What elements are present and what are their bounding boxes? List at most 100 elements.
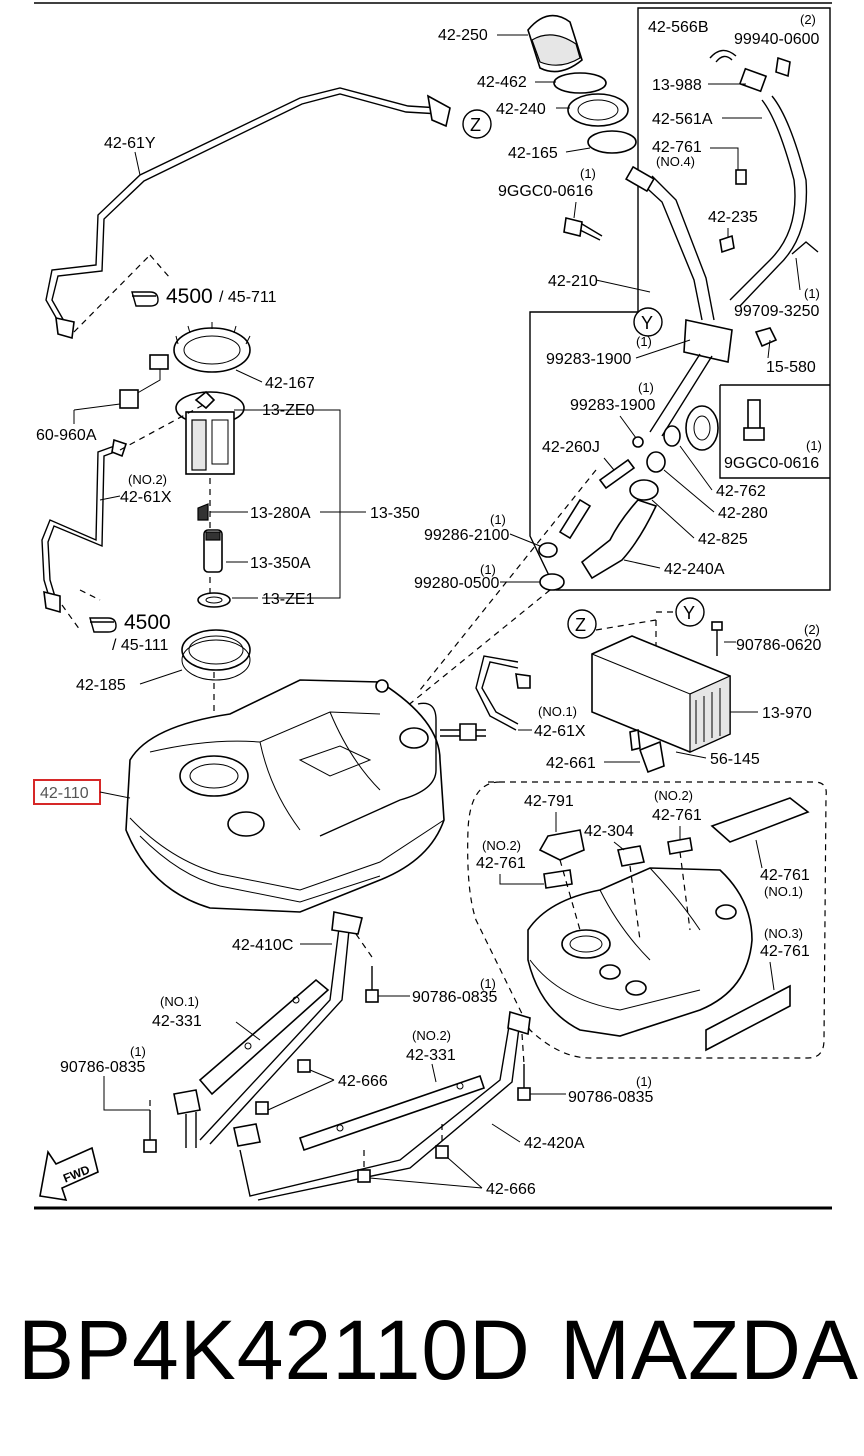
note-no2-pipe: (NO.2) — [128, 472, 167, 487]
label-42-304: 42-304 — [584, 823, 634, 840]
qty-9ggc0-right: (1) — [806, 438, 822, 453]
clamp-15-580 — [754, 327, 778, 348]
qty-9ggc0-top: (1) — [580, 166, 596, 181]
seal-ring-42-185 — [181, 629, 251, 681]
bolt-90786-0835-c — [517, 1064, 531, 1101]
leader-13-ze0-group — [262, 409, 341, 599]
label-42-762: 42-762 — [716, 483, 766, 500]
filler-pipe-42-210 — [625, 165, 733, 437]
label-13-280a: 13-280A — [250, 505, 311, 522]
label-99283-1900-a: 99283-1900 — [546, 351, 632, 368]
label-42-61y: 42-61Y — [104, 135, 156, 152]
bolt-90786-0835-b — [143, 1110, 157, 1153]
label-42-410c: 42-410C — [232, 937, 293, 954]
hose-42-240a — [580, 499, 658, 580]
insulator-42-791 — [538, 829, 585, 861]
fuel-tank-exploded-diagram: 42-250 42-462 42-240 42-165 42-61Y Z 450… — [33, 2, 832, 1210]
ref-z-top: Z — [470, 115, 481, 135]
hand-pointer-icon — [131, 291, 159, 307]
label-42-761-no4: 42-761 — [652, 139, 702, 156]
bolt-90786-0620 — [711, 621, 723, 656]
label-56-145: 56-145 — [710, 751, 760, 768]
ref-circle-y-top — [633, 307, 663, 337]
seal-13-ze1 — [197, 592, 231, 608]
fuel-pump-13-ze0 — [175, 390, 245, 475]
pipe-42-61x-no1 — [475, 655, 519, 731]
label-42-110: 42-110 — [40, 785, 89, 802]
bolt-9ggc0-0616-right — [743, 399, 765, 441]
label-13-988: 13-988 — [652, 77, 702, 94]
lock-ring-42-167 — [173, 322, 251, 373]
nut-42-666-a — [255, 1059, 311, 1115]
brand-name: MAZDA — [560, 1303, 859, 1397]
bracket-42-661 — [638, 740, 665, 774]
part-number: BP4K42110D — [18, 1303, 531, 1397]
label-42-666-a: 42-666 — [338, 1073, 388, 1090]
label-60-960a: 60-960A — [36, 427, 97, 444]
ref-4500-bottom: 4500 — [124, 611, 171, 634]
ref-circle-z-bottom — [567, 609, 597, 639]
label-99709-3250: 99709-3250 — [734, 303, 820, 320]
ref-45-711: / 45-711 — [219, 289, 277, 306]
ref-circle-y-bottom — [675, 597, 705, 627]
label-90786-0620: 90786-0620 — [736, 637, 822, 654]
label-90786-0835-c: 90786-0835 — [568, 1089, 654, 1106]
note-no2-a: (NO.2) — [654, 788, 693, 803]
strap-42-410c — [199, 919, 351, 1145]
label-42-260j: 42-260J — [542, 439, 600, 456]
note-no1-pipe: (NO.1) — [538, 704, 577, 719]
clip-99709-3250 — [791, 241, 819, 255]
hose-42-566b — [709, 49, 737, 59]
nut-42-666-b — [357, 1145, 449, 1183]
label-42-167: 42-167 — [265, 375, 315, 392]
label-42-331-no2: 42-331 — [406, 1047, 456, 1064]
qty-99709: (1) — [804, 286, 820, 301]
check-valve-42-762 — [663, 405, 719, 451]
label-9ggc0-0616-top: 9GGC0-0616 — [498, 183, 593, 200]
strap-42-331-no1 — [198, 978, 330, 1096]
qty-99280: (1) — [480, 562, 496, 577]
bolt-90786-0835-a — [365, 966, 379, 1003]
fuel-tank-small-view — [527, 867, 753, 1037]
label-99283-1900-b: 99283-1900 — [570, 397, 656, 414]
strap-42-420a — [239, 1019, 521, 1201]
label-42-280: 42-280 — [718, 505, 768, 522]
label-42-462: 42-462 — [477, 74, 527, 91]
insulator-42-761-no3 — [705, 984, 791, 1052]
label-42-235: 42-235 — [708, 209, 758, 226]
ref-z-bottom: Z — [575, 615, 586, 635]
strap-42-331-no2 — [298, 1074, 486, 1152]
qty-90786-c: (1) — [636, 1074, 652, 1089]
pipe-42-260j — [598, 458, 636, 490]
qty-99940-0600: (2) — [800, 12, 816, 27]
qty-99283-b: (1) — [638, 380, 654, 395]
label-13-350a: 13-350A — [250, 555, 311, 572]
ref-y-bottom: Y — [683, 603, 695, 623]
ref-circle-z-top — [462, 109, 492, 139]
qty-90786-0620: (2) — [804, 622, 820, 637]
note-no2-strap: (NO.2) — [412, 1028, 451, 1043]
label-42-566b: 42-566B — [648, 19, 709, 36]
label-99940-0600: 99940-0600 — [734, 31, 820, 48]
label-42-420a: 42-420A — [524, 1135, 585, 1152]
label-13-ze1: 13-ZE1 — [262, 591, 315, 608]
label-42-761-no1: 42-761 — [760, 867, 810, 884]
label-13-350: 13-350 — [370, 505, 420, 522]
label-9ggc0-0616-right: 9GGC0-0616 — [724, 455, 819, 472]
qty-90786-b: (1) — [130, 1044, 146, 1059]
clamp-42-280 — [646, 451, 666, 473]
label-90786-0835-a: 90786-0835 — [412, 989, 498, 1006]
note-no4: (NO.4) — [656, 154, 695, 169]
note-no1-insulator: (NO.1) — [764, 884, 803, 899]
insulator-42-304 — [617, 845, 645, 867]
label-13-ze0: 13-ZE0 — [262, 402, 315, 419]
label-42-61x-no1: 42-61X — [534, 723, 586, 740]
label-42-825: 42-825 — [698, 531, 748, 548]
label-42-185: 42-185 — [76, 677, 126, 694]
inset-subbox — [719, 384, 830, 479]
vent-pipe-42-61y — [45, 87, 441, 329]
note-no2-b: (NO.2) — [482, 838, 521, 853]
filler-inset-box — [529, 7, 831, 591]
label-15-580: 15-580 — [766, 359, 816, 376]
insulator-inset — [467, 781, 827, 1059]
